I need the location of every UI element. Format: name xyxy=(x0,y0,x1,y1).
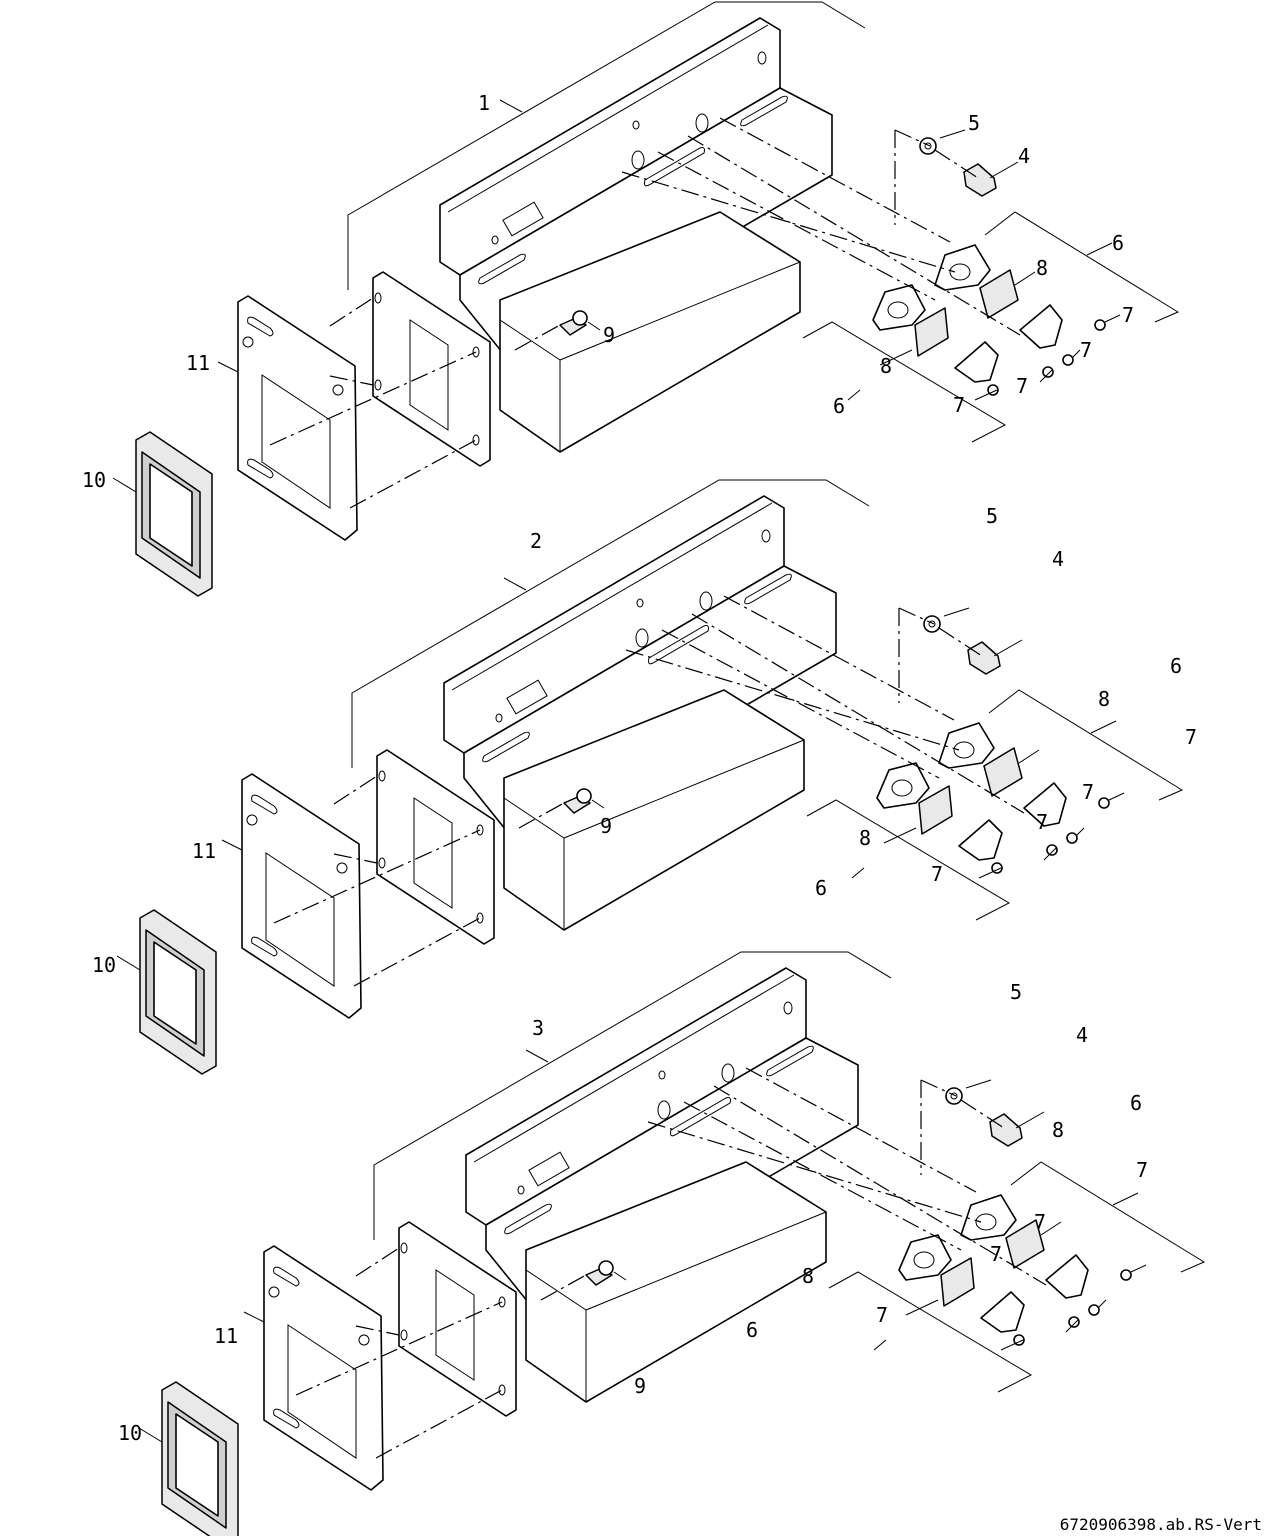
callout-gasket: 10 xyxy=(118,1421,142,1445)
callout-screw: 7 xyxy=(1136,1158,1148,1182)
callout-nipple: 4 xyxy=(1052,547,1064,571)
callout-nipple: 4 xyxy=(1076,1023,1088,1047)
callout-bolt: 9 xyxy=(600,814,612,838)
callout-clamp-set: 6 xyxy=(746,1318,758,1342)
callout-pad: 8 xyxy=(859,826,871,850)
callout-bolt: 9 xyxy=(603,323,615,347)
callout-clamp-set: 6 xyxy=(833,394,845,418)
callout-screw: 7 xyxy=(1016,374,1028,398)
callout-screw: 7 xyxy=(1122,303,1134,327)
callout-screw: 7 xyxy=(953,393,965,417)
module-1 xyxy=(112,1,1179,597)
callout-pad: 8 xyxy=(880,354,892,378)
module-2 xyxy=(116,479,1183,1075)
callout-ring: 5 xyxy=(968,111,980,135)
callout-frame-3: 3 xyxy=(532,1016,544,1040)
callout-screw: 7 xyxy=(1034,1210,1046,1234)
callout-gasket: 10 xyxy=(92,953,116,977)
callout-pad: 8 xyxy=(1052,1118,1064,1142)
callout-frame-2: 2 xyxy=(530,529,542,553)
callout-plate: 11 xyxy=(186,351,210,375)
callout-screw: 7 xyxy=(931,862,943,886)
callout-ring: 5 xyxy=(1010,980,1022,1004)
callouts-module-3: 3 5 4 6 8 7 7 7 8 7 6 9 11 10 xyxy=(118,980,1148,1445)
callout-screw: 7 xyxy=(1185,725,1197,749)
callout-plate: 11 xyxy=(192,839,216,863)
callout-screw: 7 xyxy=(1036,810,1048,834)
callout-clamp-set: 6 xyxy=(815,876,827,900)
module-3 xyxy=(138,951,1205,1536)
callout-nipple: 4 xyxy=(1018,144,1030,168)
callout-pad: 8 xyxy=(1036,256,1048,280)
callouts-module-1: 1 5 4 6 8 7 7 8 7 7 6 9 11 10 xyxy=(82,91,1134,492)
callout-bolt: 9 xyxy=(634,1374,646,1398)
callout-screw: 7 xyxy=(876,1303,888,1327)
callout-plate: 11 xyxy=(214,1324,238,1348)
callouts-module-2: 2 5 4 6 8 7 7 7 8 7 6 9 11 10 xyxy=(92,504,1197,977)
callout-frame-1: 1 xyxy=(478,91,490,115)
callout-screw: 7 xyxy=(1080,338,1092,362)
callout-screw: 7 xyxy=(990,1242,1002,1266)
callout-pad: 8 xyxy=(1098,687,1110,711)
callout-gasket: 10 xyxy=(82,468,106,492)
callout-ring: 5 xyxy=(986,504,998,528)
callout-clamp-set: 6 xyxy=(1112,231,1124,255)
drawing-code: 6720906398.ab.RS-Vert xyxy=(1060,1515,1262,1534)
callout-screw: 7 xyxy=(1082,780,1094,804)
callout-clamp-set: 6 xyxy=(1170,654,1182,678)
callout-pad: 8 xyxy=(802,1264,814,1288)
callout-clamp-set: 6 xyxy=(1130,1091,1142,1115)
